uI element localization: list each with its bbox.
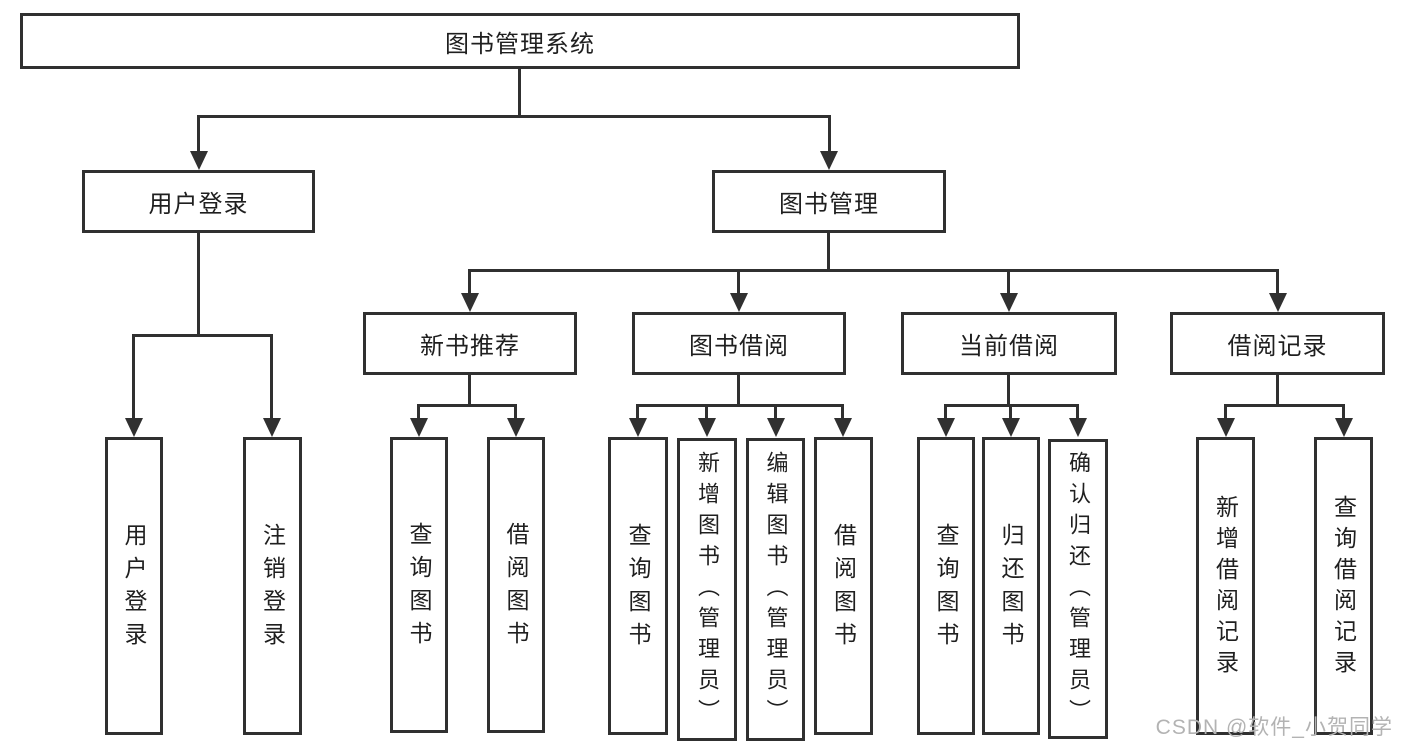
- connector-line: [417, 404, 517, 407]
- node-leaf-cb-return-books: 归还图书: [982, 437, 1040, 735]
- arrowhead-down-icon: [263, 418, 281, 437]
- connector-line: [636, 404, 639, 420]
- connector-line: [737, 269, 740, 296]
- connector-line: [468, 269, 1279, 272]
- connector-line: [774, 404, 777, 420]
- node-leaf-cb-query-books: 查询图书: [917, 437, 975, 735]
- connector-line: [1276, 375, 1279, 406]
- node-leaf-bb-add-books: 新增图书（管理员）: [677, 438, 737, 741]
- node-book-borrow: 图书借阅: [632, 312, 846, 375]
- arrowhead-down-icon: [820, 151, 838, 170]
- connector-line: [132, 334, 135, 418]
- connector-line: [1076, 404, 1079, 420]
- arrowhead-down-icon: [937, 418, 955, 437]
- node-leaf-bb-query-books: 查询图书: [608, 437, 668, 735]
- connector-line: [1342, 404, 1345, 420]
- node-leaf-cb-confirm-return: 确认归还（管理员）: [1048, 439, 1108, 739]
- connector-line: [1224, 404, 1227, 420]
- connector-line: [197, 115, 200, 154]
- arrowhead-down-icon: [698, 418, 716, 437]
- arrowhead-down-icon: [767, 418, 785, 437]
- connector-line: [944, 404, 947, 420]
- node-leaf-br-add-record: 新增借阅记录: [1196, 437, 1255, 735]
- connector-line: [841, 404, 844, 420]
- connector-line: [468, 269, 471, 296]
- arrowhead-down-icon: [730, 293, 748, 312]
- arrowhead-down-icon: [410, 418, 428, 437]
- node-new-book-rec: 新书推荐: [363, 312, 577, 375]
- node-book-mgmt: 图书管理: [712, 170, 946, 233]
- arrowhead-down-icon: [125, 418, 143, 437]
- node-root: 图书管理系统: [20, 13, 1020, 69]
- connector-line: [514, 404, 517, 420]
- connector-line: [827, 233, 830, 272]
- connector-line: [705, 404, 708, 420]
- arrowhead-down-icon: [1217, 418, 1235, 437]
- connector-line: [1009, 404, 1012, 420]
- arrowhead-down-icon: [629, 418, 647, 437]
- connector-line: [518, 69, 521, 116]
- connector-line: [197, 115, 831, 118]
- csdn-watermark: CSDN @软件_小贺同学: [1155, 716, 1393, 739]
- connector-line: [417, 404, 420, 420]
- connector-line: [1007, 375, 1010, 406]
- connector-line: [468, 375, 471, 406]
- connector-line: [828, 115, 831, 154]
- node-leaf-nb-query-books: 查询图书: [390, 437, 448, 733]
- connector-line: [270, 334, 273, 418]
- node-leaf-user-login: 用户登录: [105, 437, 163, 735]
- arrowhead-down-icon: [507, 418, 525, 437]
- node-leaf-logout: 注销登录: [243, 437, 302, 735]
- node-leaf-br-query-record: 查询借阅记录: [1314, 437, 1373, 735]
- connector-line: [636, 404, 844, 407]
- arrowhead-down-icon: [834, 418, 852, 437]
- arrowhead-down-icon: [1269, 293, 1287, 312]
- node-leaf-bb-borrow-books: 借阅图书: [814, 437, 873, 735]
- connector-line: [1224, 404, 1345, 407]
- arrowhead-down-icon: [1069, 418, 1087, 437]
- connector-line: [737, 375, 740, 406]
- connector-line: [132, 334, 273, 337]
- connector-line: [197, 233, 200, 336]
- node-leaf-nb-borrow-books: 借阅图书: [487, 437, 545, 733]
- node-current-borrow: 当前借阅: [901, 312, 1117, 375]
- node-leaf-bb-edit-books: 编辑图书（管理员）: [746, 438, 805, 741]
- arrowhead-down-icon: [1002, 418, 1020, 437]
- arrowhead-down-icon: [1335, 418, 1353, 437]
- node-user-login: 用户登录: [82, 170, 315, 233]
- arrowhead-down-icon: [190, 151, 208, 170]
- connector-line: [1276, 269, 1279, 296]
- arrowhead-down-icon: [1000, 293, 1018, 312]
- arrowhead-down-icon: [461, 293, 479, 312]
- connector-line: [1007, 269, 1010, 296]
- node-borrow-record: 借阅记录: [1170, 312, 1385, 375]
